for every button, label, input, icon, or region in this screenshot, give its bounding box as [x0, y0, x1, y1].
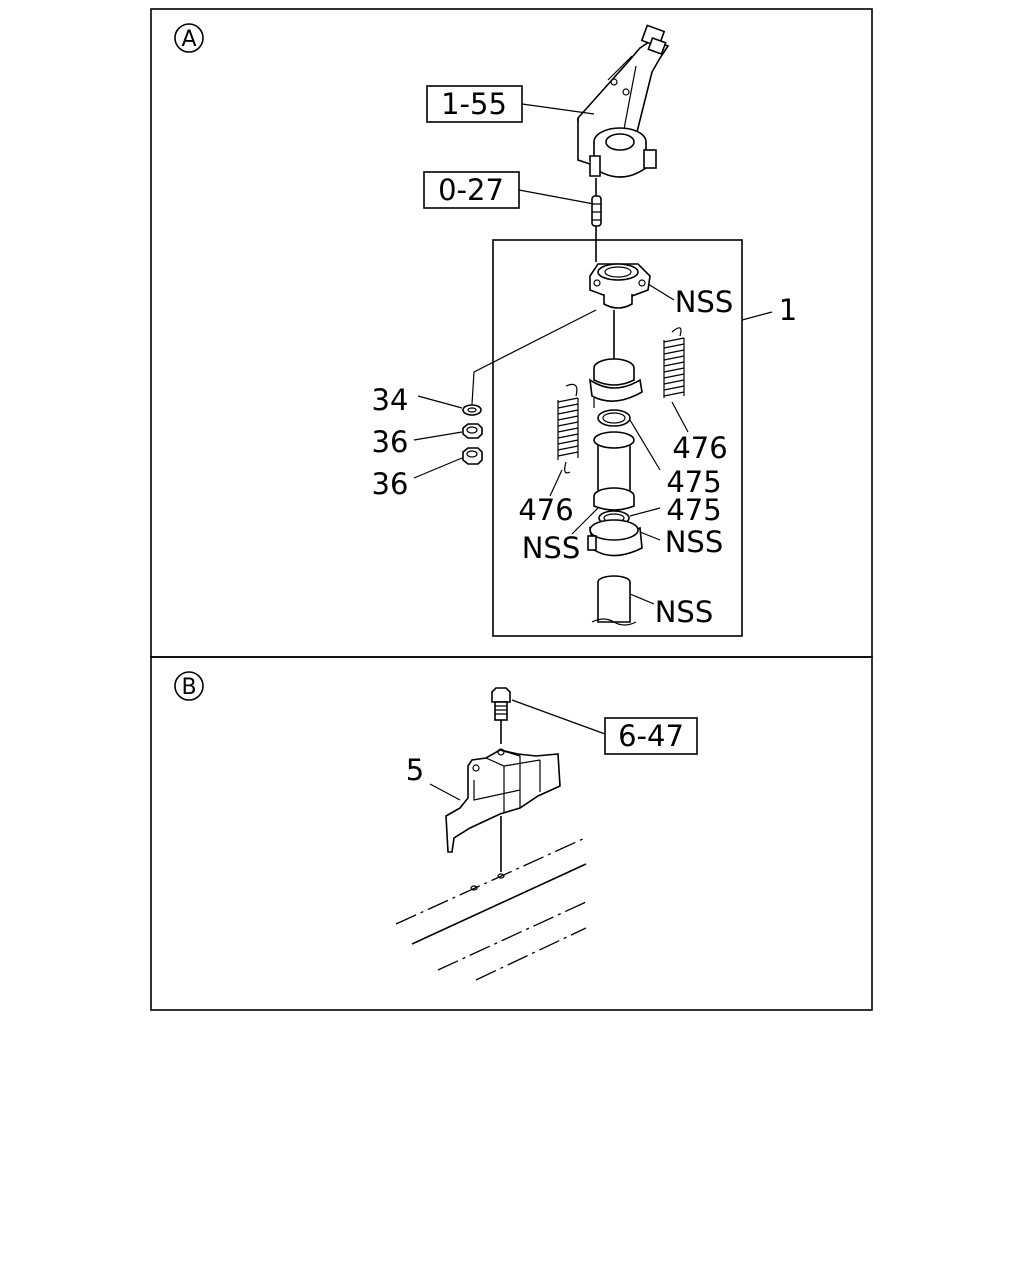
- nss-left-label: NSS: [522, 531, 581, 565]
- washer-leader: [471, 309, 597, 405]
- flange: NSS: [589, 263, 734, 319]
- callout-6-47: 6-47: [511, 699, 698, 755]
- item-36-upper-label: 36: [372, 425, 409, 459]
- callout-1-55-label: 1-55: [441, 87, 507, 121]
- spring-left: 476: [518, 383, 579, 527]
- lower-shaft: NSS: [591, 575, 714, 629]
- shift-lever-bracket: [577, 24, 670, 178]
- lower-seat: [587, 519, 643, 557]
- callout-6-47-label: 6-47: [618, 719, 684, 753]
- washer-34: 34: [372, 383, 482, 417]
- item-475-upper-label: 475: [666, 465, 721, 499]
- panel-b: [150, 656, 873, 1011]
- item-476-left-label: 476: [518, 493, 573, 527]
- item-36-lower-label: 36: [372, 467, 409, 501]
- upper-seat: [588, 358, 643, 408]
- item-1-label: 1: [779, 293, 797, 327]
- panel-b-marker-letter: B: [181, 675, 196, 700]
- panel-a-marker-letter: A: [181, 27, 196, 52]
- bolt: [491, 687, 511, 744]
- panel-b-marker: B: [174, 671, 204, 701]
- item-475-lower-label: 475: [666, 493, 721, 527]
- spring-right: 476: [663, 327, 728, 465]
- panel-a-marker: A: [174, 23, 204, 53]
- callout-475: 475 475: [629, 419, 722, 527]
- nss-right-label: NSS: [665, 525, 724, 559]
- assembly-box: 1: [492, 239, 797, 637]
- item-476-right-label: 476: [672, 431, 727, 465]
- item-5-label: 5: [406, 753, 424, 787]
- o-ring-upper: [597, 409, 631, 427]
- bracket-5: 5: [406, 748, 561, 872]
- callout-1-55: 1-55: [426, 85, 595, 123]
- nss-top-label: NSS: [675, 285, 734, 319]
- nss-bottom-label: NSS: [655, 595, 714, 629]
- nut-36-upper: 36: [372, 423, 483, 459]
- boot-tube: [593, 431, 635, 511]
- callout-0-27-label: 0-27: [438, 173, 504, 207]
- panel-a: [150, 8, 873, 658]
- pin: [591, 178, 602, 262]
- callout-0-27: 0-27: [423, 171, 595, 209]
- item-34-label: 34: [372, 383, 409, 417]
- frame-rail: [395, 837, 587, 981]
- nut-36-lower: 36: [372, 447, 483, 501]
- callout-nss-lower: NSS NSS: [522, 507, 724, 565]
